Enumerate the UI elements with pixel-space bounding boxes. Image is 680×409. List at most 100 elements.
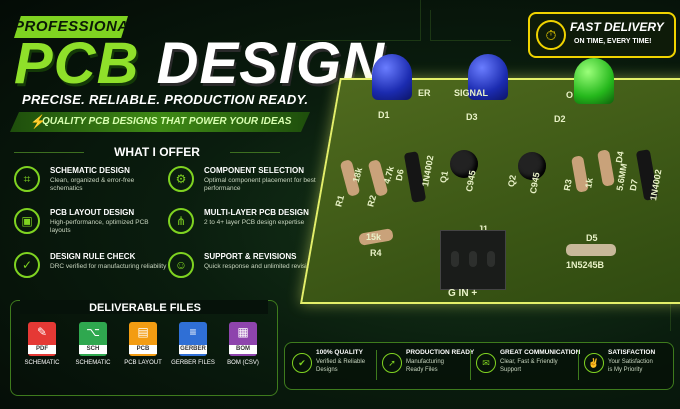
silk-label: SIGNAL xyxy=(454,88,489,98)
offer-item-title: DESIGN RULE CHECK xyxy=(50,252,136,261)
feature-desc: Clear, Fast & Friendly xyxy=(500,359,558,365)
feature-title: PRODUCTION READY xyxy=(406,349,475,356)
feature-title: GREAT COMMUNICATION xyxy=(500,349,581,356)
file-item: ≡GERBER GERBER FILES xyxy=(166,322,220,366)
silk-label: G IN + xyxy=(448,288,478,299)
silk-label: D5 xyxy=(586,233,598,243)
schematic-file-icon: ⌥SCH xyxy=(79,322,107,356)
offer-item-title: COMPONENT SELECTION xyxy=(204,166,305,175)
blue-led xyxy=(468,54,508,100)
lightning-icon: ⚡ xyxy=(30,114,47,129)
divider xyxy=(14,152,84,153)
silk-label: 1N5245B xyxy=(566,260,605,270)
file-caption: SCHEMATIC xyxy=(75,360,111,366)
file-item: ▦BOM BOM (CSV) xyxy=(216,322,270,366)
file-caption: GERBER FILES xyxy=(171,360,215,366)
rocket-icon: ➚ xyxy=(382,353,402,373)
thumbs-up-icon: ✌ xyxy=(584,353,604,373)
file-ext: BOM xyxy=(229,345,257,354)
offer-item-desc: 2 to 4+ layer PCB design expertise xyxy=(204,219,305,226)
file-ext: GERBER xyxy=(179,345,207,354)
page-title: PCB DESIGN xyxy=(14,30,385,98)
input-connector xyxy=(440,230,506,290)
silk-label: D2 xyxy=(554,114,566,124)
feature-desc: Designs xyxy=(316,367,338,373)
transistor xyxy=(518,152,546,180)
shield-check-icon: ✔ xyxy=(292,353,312,373)
divider xyxy=(470,350,471,380)
pcb-file-icon: ▤PCB xyxy=(129,322,157,356)
silk-label: 1k xyxy=(583,177,595,189)
chip-icon: ▣ xyxy=(14,208,40,234)
transistor xyxy=(450,150,478,178)
silk-label: D3 xyxy=(466,112,478,122)
network-icon: ⋔ xyxy=(168,208,194,234)
stopwatch-icon: ⏱ xyxy=(536,20,566,50)
delivery-title: FAST DELIVERY xyxy=(570,20,664,34)
file-item: ⌥SCH SCHEMATIC xyxy=(66,322,120,366)
professional-badge: PROFESSIONAL xyxy=(14,16,128,38)
fast-delivery-badge: ⏱ FAST DELIVERY ON TIME, EVERY TIME! xyxy=(528,12,676,58)
feature-desc: Support xyxy=(500,367,522,373)
file-item: ▤PCB PCB LAYOUT xyxy=(116,322,170,366)
connector-pin xyxy=(469,251,477,267)
offer-item-title: MULTI-LAYER PCB DESIGN xyxy=(204,208,309,217)
connector-pin xyxy=(451,251,459,267)
divider xyxy=(230,152,280,153)
circuit-trace xyxy=(300,0,421,41)
file-caption: PCB LAYOUT xyxy=(124,360,162,366)
delivery-subtitle: ON TIME, EVERY TIME! xyxy=(574,38,652,45)
offer-item-desc: Optimal component placement for best per… xyxy=(204,177,316,192)
panel-title-bg xyxy=(20,300,268,314)
blue-led xyxy=(372,54,412,100)
divider xyxy=(578,350,579,380)
file-ext: PCB xyxy=(129,345,157,354)
silk-label: O xyxy=(566,90,574,100)
feature-desc: is My Priority xyxy=(608,367,643,373)
chat-icon: ✉ xyxy=(476,353,496,373)
offer-item-desc: DRC verified for manufacturing reliabili… xyxy=(50,263,167,270)
offer-item-desc: Clean, organized & error-free schematics xyxy=(50,177,135,192)
silk-label: D4 xyxy=(613,150,626,164)
support-icon: ☺ xyxy=(168,252,194,278)
feature-desc: Verified & Reliable xyxy=(316,359,366,365)
feature-title: SATISFACTION xyxy=(608,349,656,356)
connector-pin xyxy=(487,251,495,267)
divider xyxy=(376,350,377,380)
file-item: ✎PDF SCHEMATIC xyxy=(15,322,69,366)
silk-label: Q1 xyxy=(438,170,450,184)
circuit-trace xyxy=(430,10,511,41)
file-ext: SCH xyxy=(79,345,107,354)
offer-item-title: PCB LAYOUT DESIGN xyxy=(50,208,135,217)
zener-diode xyxy=(566,244,616,256)
feature-desc: Ready Files xyxy=(406,367,438,373)
offer-item-desc: Quick response and unlimited revisions xyxy=(204,263,318,270)
offer-item-title: SCHEMATIC DESIGN xyxy=(50,166,130,175)
feature-desc: Your Satisfaction xyxy=(608,359,653,365)
check-icon: ✓ xyxy=(14,252,40,278)
offer-item-title: SUPPORT & REVISIONS xyxy=(204,252,297,261)
silk-label: 15k xyxy=(366,232,382,242)
file-caption: SCHEMATIC xyxy=(24,360,60,366)
silk-label: R3 xyxy=(561,178,574,192)
bom-file-icon: ▦BOM xyxy=(229,322,257,356)
silk-label: Q2 xyxy=(506,174,518,188)
feature-desc: Manufacturing xyxy=(406,359,445,365)
silk-label: R4 xyxy=(370,248,382,258)
green-led xyxy=(574,58,614,104)
silk-label: ER xyxy=(418,88,431,98)
gear-icon: ⚙ xyxy=(168,166,194,192)
pdf-icon: ✎PDF xyxy=(28,322,56,356)
schematic-icon: ⌗ xyxy=(14,166,40,192)
silk-label: D1 xyxy=(378,110,390,120)
silk-label: D7 xyxy=(627,178,640,192)
title-pcb: PCB xyxy=(14,31,140,96)
tagline: PRECISE. RELIABLE. PRODUCTION READY. xyxy=(22,92,309,107)
file-caption: BOM (CSV) xyxy=(227,360,259,366)
offer-item-desc: High-performance, optimized PCB layouts xyxy=(50,219,149,234)
silk-label: J1 xyxy=(478,224,489,234)
deliverables-title: DELIVERABLE FILES xyxy=(89,302,201,314)
subtagline: QUALITY PCB DESIGNS THAT POWER YOUR IDEA… xyxy=(10,112,310,132)
gerber-file-icon: ≡GERBER xyxy=(179,322,207,356)
circuit-trace xyxy=(600,300,671,331)
